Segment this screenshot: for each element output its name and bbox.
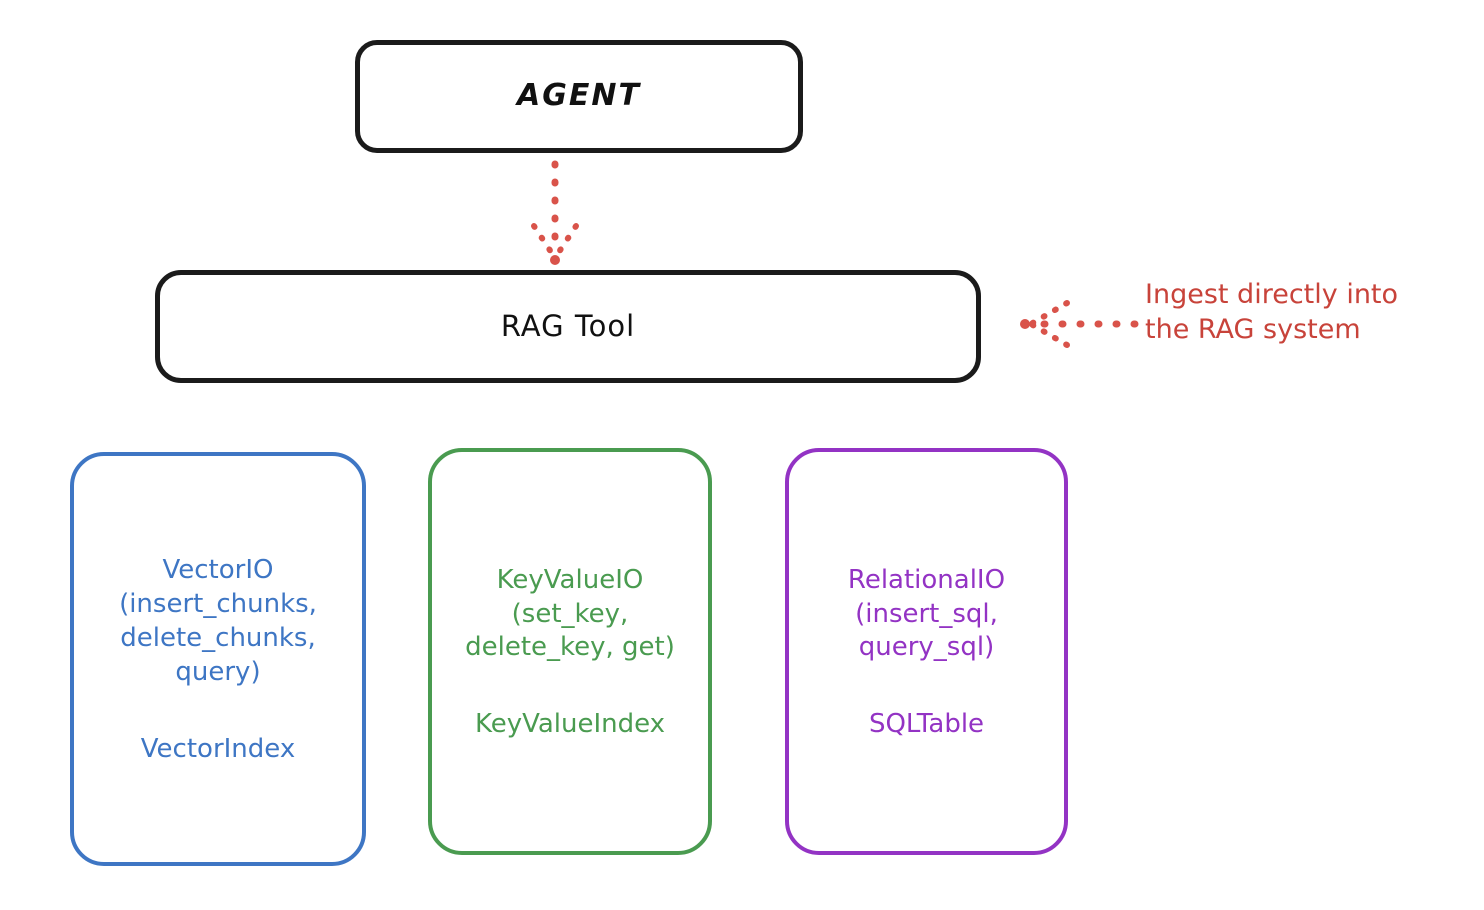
relational-io-api-label: RelationalIO (insert_sql, query_sql) bbox=[847, 564, 1006, 663]
key-value-io-node[interactable]: KeyValueIO (set_key, delete_key, get) Ke… bbox=[428, 448, 712, 855]
agent-to-rag-tool-arrow-icon bbox=[531, 160, 579, 265]
rag-tool-node[interactable]: RAG Tool bbox=[155, 270, 981, 383]
key-value-io-index-label: KeyValueIndex bbox=[474, 709, 666, 740]
key-value-io-api-label: KeyValueIO (set_key, delete_key, get) bbox=[465, 564, 675, 663]
agent-node[interactable]: AGENT bbox=[355, 40, 803, 153]
vector-io-node[interactable]: VectorIO (insert_chunks, delete_chunks, … bbox=[70, 452, 366, 866]
vector-io-api-label: VectorIO (insert_chunks, delete_chunks, … bbox=[119, 555, 317, 687]
vector-io-index-label: VectorIndex bbox=[140, 733, 296, 764]
ingest-arrow-icon bbox=[1020, 300, 1139, 348]
rag-tool-node-label: RAG Tool bbox=[500, 308, 636, 343]
relational-io-index-label: SQLTable bbox=[868, 709, 985, 740]
relational-io-node[interactable]: RelationalIO (insert_sql, query_sql) SQL… bbox=[785, 448, 1068, 855]
ingest-annotation-text: Ingest directly into the RAG system bbox=[1145, 279, 1399, 346]
agent-node-label: AGENT bbox=[517, 78, 641, 114]
